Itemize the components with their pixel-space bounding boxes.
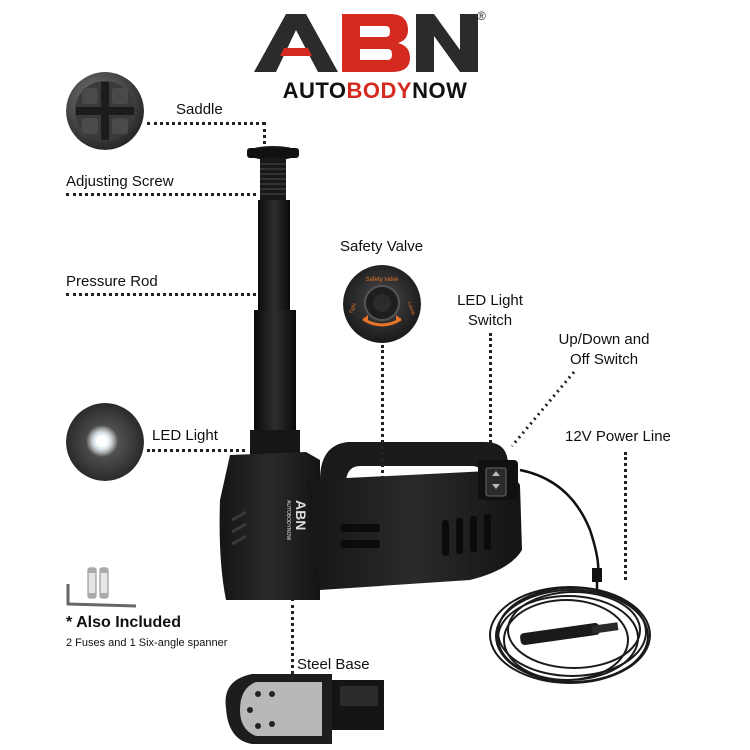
label-steel-base: Steel Base [297, 656, 370, 673]
label-safety-valve: Safety Valve [340, 238, 424, 255]
spanner-icon [66, 584, 137, 608]
registered-mark: ® [477, 9, 486, 23]
saddle-closeup-icon [66, 72, 144, 150]
brand-wordmark: AUTOBODYNOW [282, 78, 468, 103]
steel-base-connector [291, 598, 294, 680]
label-power-line: 12V Power Line [565, 428, 671, 445]
led-switch-connector [489, 333, 492, 443]
saddle-connector-down [263, 122, 266, 144]
label-led-switch: LED Light Switch [457, 292, 523, 329]
label-adjusting-screw: Adjusting Screw [66, 173, 174, 190]
power-line-connector [624, 452, 627, 580]
also-included-title: * Also Included [66, 614, 181, 631]
abn-logo [254, 14, 478, 72]
electric-jack-image: ABN AUTOBODYNOW [219, 146, 522, 600]
adjusting-screw-connector [66, 193, 256, 196]
safety-valve-closeup-icon: Safety valve Tight Loose [343, 265, 421, 343]
safety-valve-connector [381, 345, 384, 485]
also-included-subtitle: 2 Fuses and 1 Six-angle spanner [66, 637, 228, 649]
saddle-connector [147, 122, 265, 125]
jack-badge-word: AUTOBODYNOW [285, 500, 291, 540]
jack-badge-letters: ABN [293, 500, 309, 530]
valve-dial-right-text: Loose [406, 301, 416, 316]
steel-base-image [225, 674, 384, 744]
label-saddle: Saddle [176, 101, 223, 118]
updown-switch-connector [510, 371, 576, 447]
label-pressure-rod: Pressure Rod [66, 273, 158, 290]
power-cable-coil-image [489, 468, 651, 684]
label-led-light: LED Light [152, 427, 218, 444]
pressure-rod-connector [66, 293, 256, 296]
led-light-connector [147, 449, 245, 452]
fuses-icon [87, 567, 109, 599]
led-closeup-icon [66, 403, 144, 481]
valve-dial-left-text: Tight [348, 302, 358, 315]
valve-dial-top-text: Safety valve [366, 277, 399, 283]
label-updown-switch: Up/Down and Off Switch [558, 331, 650, 368]
